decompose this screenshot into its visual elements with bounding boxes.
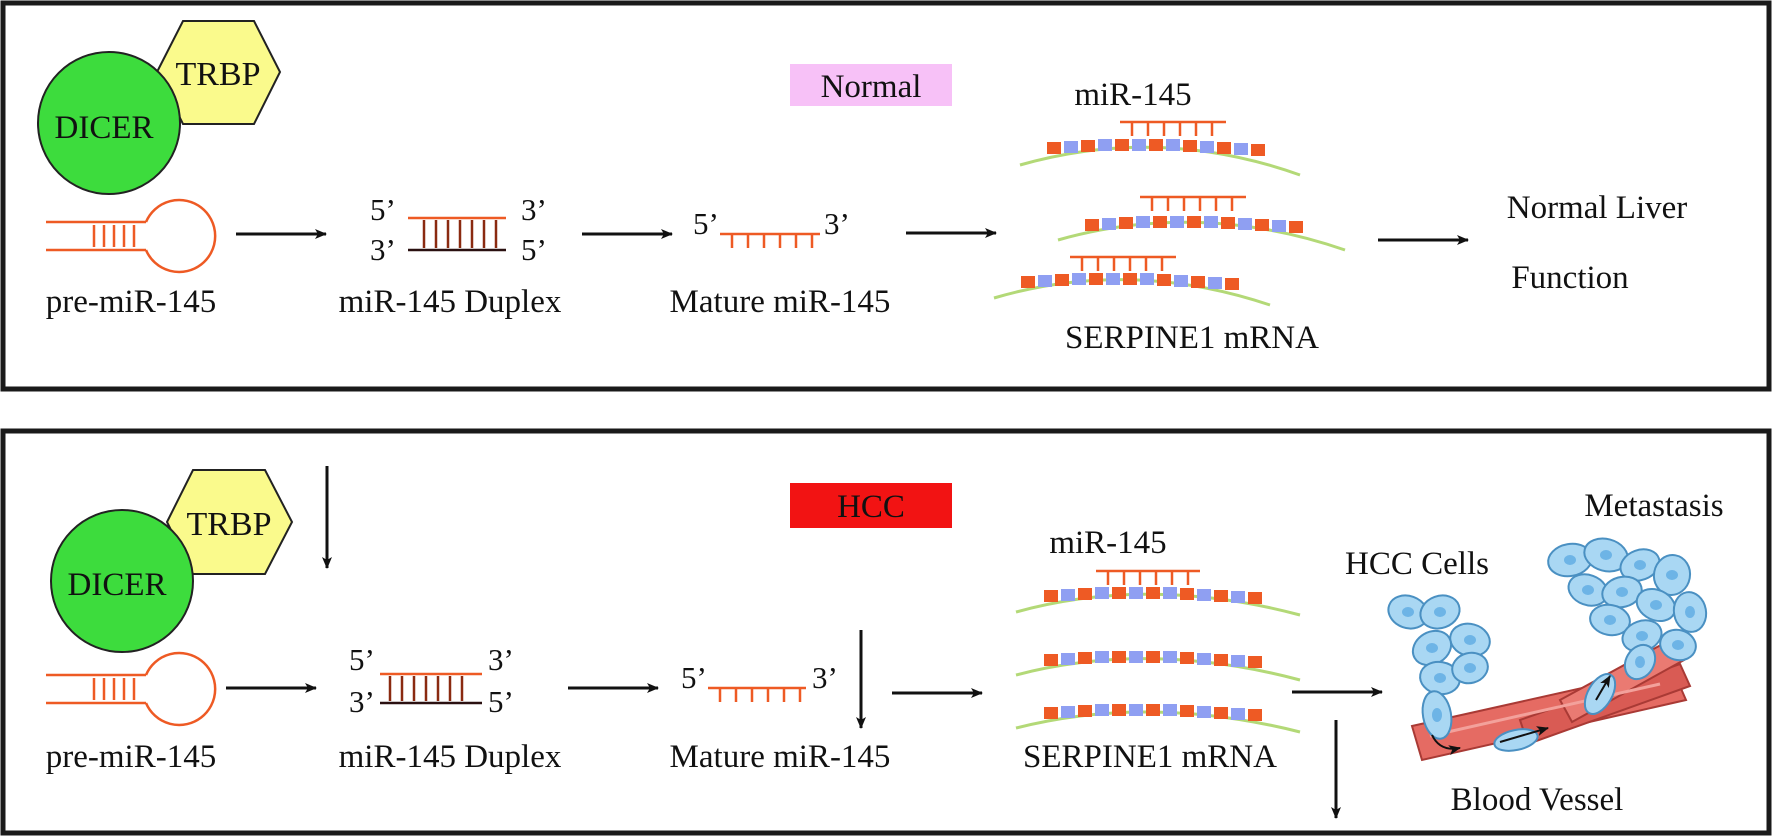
mir-145-label: miR-145	[1074, 77, 1191, 113]
mature-mir	[720, 232, 820, 248]
pre-mir-hairpin	[46, 198, 217, 274]
mrna-strand	[1015, 704, 1301, 734]
trbp-label: TRBP	[186, 506, 271, 543]
mature-3: 3’	[812, 660, 838, 695]
hcc-badge	[790, 483, 952, 528]
mir-duplex	[380, 672, 482, 705]
mature-5: 5’	[693, 206, 719, 241]
trbp-hexagon	[155, 20, 282, 125]
duplex-label: miR-145 Duplex	[339, 284, 562, 320]
blood-vessel-label: Blood Vessel	[1451, 782, 1624, 818]
normal-badge	[790, 64, 952, 106]
mrna-strand	[1019, 139, 1301, 177]
migrating-cells	[1431, 673, 1617, 756]
mature-3: 3’	[824, 206, 850, 241]
mrna-strand	[1057, 216, 1346, 252]
hcc-panel: TRBP DICER pre-miR-145 5’ 3’ 3’	[0, 428, 1772, 836]
metastasis-cluster	[1564, 550, 1695, 668]
normal-badge-label: Normal	[821, 69, 922, 105]
dicer-label: DICER	[55, 110, 154, 146]
mrna-strand	[993, 273, 1271, 307]
duplex-label: miR-145 Duplex	[339, 739, 562, 775]
duplex-3-top: 3’	[521, 192, 547, 227]
mrna-label: SERPINE1 mRNA	[1065, 320, 1319, 356]
mature-label: Mature miR-145	[670, 284, 891, 320]
bound-mir-145	[1070, 255, 1176, 271]
duplex-5-bottom: 5’	[521, 232, 547, 267]
mir-duplex	[408, 216, 506, 252]
bound-mir-145	[1096, 569, 1200, 585]
pre-mir-label: pre-miR-145	[46, 739, 216, 775]
dicer-circle	[37, 51, 181, 195]
mature-label: Mature miR-145	[670, 739, 891, 775]
normal-panel: TRBP DICER pre-miR-145 5’ 3	[0, 0, 1772, 392]
duplex-3-top: 3’	[488, 642, 514, 677]
mir-145-label: miR-145	[1049, 525, 1166, 561]
hcc-cells-cluster	[1402, 607, 1476, 722]
mrna-strand	[1015, 587, 1301, 617]
duplex-5-bottom: 5’	[488, 684, 514, 719]
mature-5: 5’	[681, 660, 707, 695]
outcome-line-2: Function	[1511, 260, 1628, 296]
bound-mir-145	[1120, 120, 1226, 136]
hcc-badge-label: HCC	[837, 489, 905, 525]
outcome-line-1: Normal Liver	[1507, 190, 1688, 226]
pre-mir-label: pre-miR-145	[46, 284, 216, 320]
hcc-cells-label: HCC Cells	[1345, 546, 1489, 582]
duplex-3-bottom: 3’	[349, 684, 375, 719]
trbp-label: TRBP	[175, 56, 260, 93]
normal-panel-frame	[0, 0, 1772, 392]
duplex-3-bottom: 3’	[370, 232, 396, 267]
duplex-5-top: 5’	[349, 642, 375, 677]
dicer-circle	[50, 509, 194, 653]
pre-mir-hairpin	[46, 651, 217, 727]
mrna-label: SERPINE1 mRNA	[1023, 739, 1277, 775]
hcc-panel-frame	[0, 428, 1772, 836]
dicer-label: DICER	[68, 567, 167, 603]
bound-mir-145	[1140, 195, 1246, 211]
metastasis-label: Metastasis	[1584, 488, 1723, 524]
duplex-5-top: 5’	[370, 192, 396, 227]
mrna-strand	[1015, 651, 1301, 682]
mature-mir	[708, 686, 806, 702]
